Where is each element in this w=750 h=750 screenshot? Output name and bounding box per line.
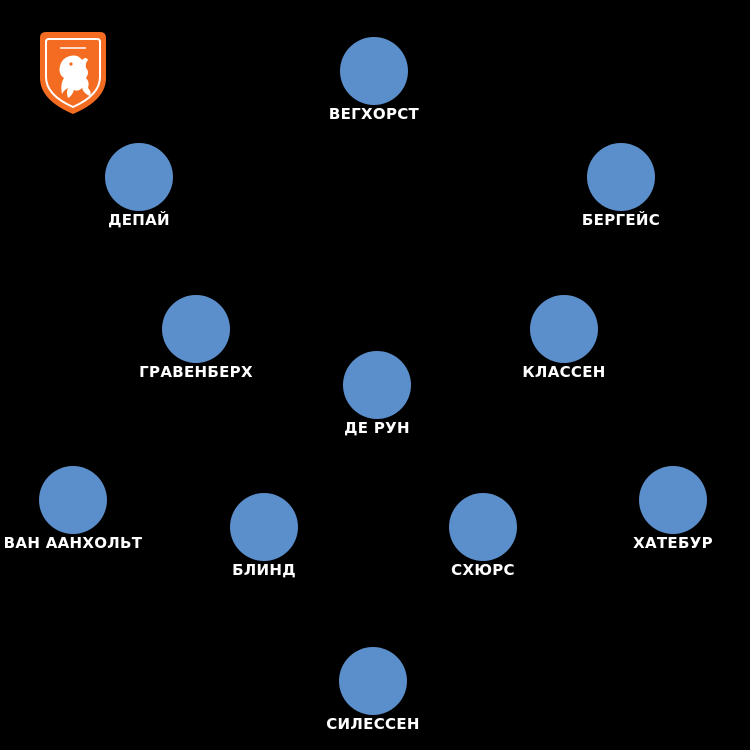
player-name: СХЮРС bbox=[451, 561, 515, 579]
knvb-lion-crest-icon bbox=[38, 26, 108, 116]
player-dot[interactable] bbox=[639, 466, 707, 534]
player-dot[interactable] bbox=[340, 37, 408, 105]
player-name: ВАН ААНХОЛЬТ bbox=[3, 534, 143, 552]
player-name: СИЛЕССЕН bbox=[326, 715, 420, 733]
player-dot[interactable] bbox=[339, 647, 407, 715]
player-name: ХАТЕБУР bbox=[633, 534, 713, 552]
player-name: ГРАВЕНБЕРХ bbox=[139, 363, 253, 381]
player-dot[interactable] bbox=[449, 493, 517, 561]
player-name: ВЕГХОРСТ bbox=[328, 105, 420, 123]
player-name: ДЕПАЙ bbox=[108, 211, 170, 229]
player-dot[interactable] bbox=[105, 143, 173, 211]
player-name: БЕРГЕЙС bbox=[581, 211, 661, 229]
player-dot[interactable] bbox=[162, 295, 230, 363]
player-name: ДЕ РУН bbox=[344, 419, 410, 437]
player-dot[interactable] bbox=[39, 466, 107, 534]
player-dot[interactable] bbox=[343, 351, 411, 419]
player-name: КЛАССЕН bbox=[522, 363, 606, 381]
player-dot[interactable] bbox=[587, 143, 655, 211]
player-dot[interactable] bbox=[230, 493, 298, 561]
player-dot[interactable] bbox=[530, 295, 598, 363]
player-name: БЛИНД bbox=[232, 561, 296, 579]
